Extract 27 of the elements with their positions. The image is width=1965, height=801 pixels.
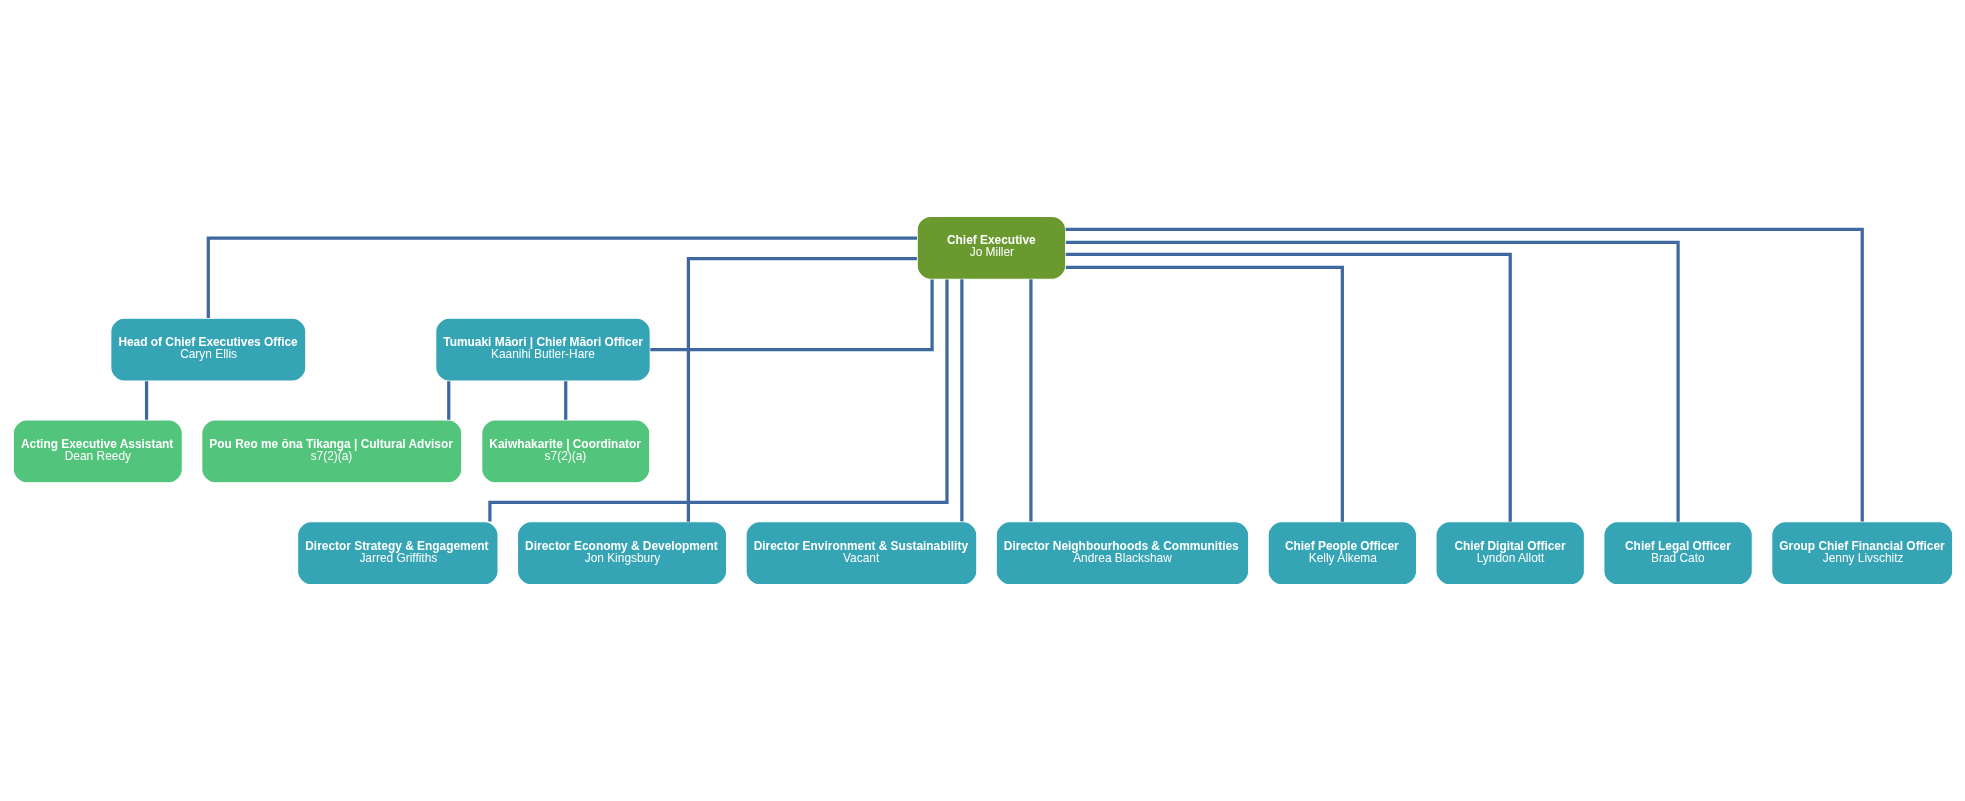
node-box: Chief People Officer Kelly Alkema — [1267, 521, 1417, 586]
node-box: Director Environment & Sustainability Vacant — [745, 521, 977, 586]
connector — [487, 279, 949, 522]
connector — [1065, 240, 1680, 522]
connector — [1028, 279, 1033, 522]
node-box: Chief Digital Officer Lyndon Allott — [1435, 521, 1585, 586]
node-box: Head of Chief Executives Office Caryn Ellis — [109, 317, 306, 382]
connector — [563, 381, 567, 420]
connector — [1065, 252, 1512, 522]
node-box: Acting Executive Assistant Dean Reedy — [12, 419, 183, 484]
node-box: Tumuaki Māori | Chief Māori Officer Kaanihi Butler-Hare — [434, 317, 651, 382]
node-box: Director Strategy & Engagement Jarred Griffiths — [296, 521, 499, 586]
connector — [686, 257, 917, 522]
connector — [1065, 227, 1864, 522]
node-box: Chief Legal Officer Brad Cato — [1602, 521, 1753, 586]
connector — [144, 381, 148, 420]
node-box: Group Chief Financial Officer Jenny Livschitz — [1770, 521, 1953, 586]
connector — [206, 236, 917, 318]
connector — [1065, 265, 1344, 522]
connector — [959, 279, 963, 522]
connector — [649, 279, 934, 352]
connector — [446, 381, 450, 420]
node-box: Director Economy & Development Jon Kingsbury — [516, 521, 727, 586]
node-box: Director Neighbourhoods & Communities Andrea Blackshaw — [995, 521, 1249, 586]
node-box: Kaiwhakarite | Coordinator s7(2)(a) — [480, 419, 650, 484]
node-box: Pou Reo me ōna Tikanga | Cultural Advisor s7(2)(a) — [200, 419, 462, 484]
node-box: Chief Executive Jo Miller — [916, 215, 1066, 280]
